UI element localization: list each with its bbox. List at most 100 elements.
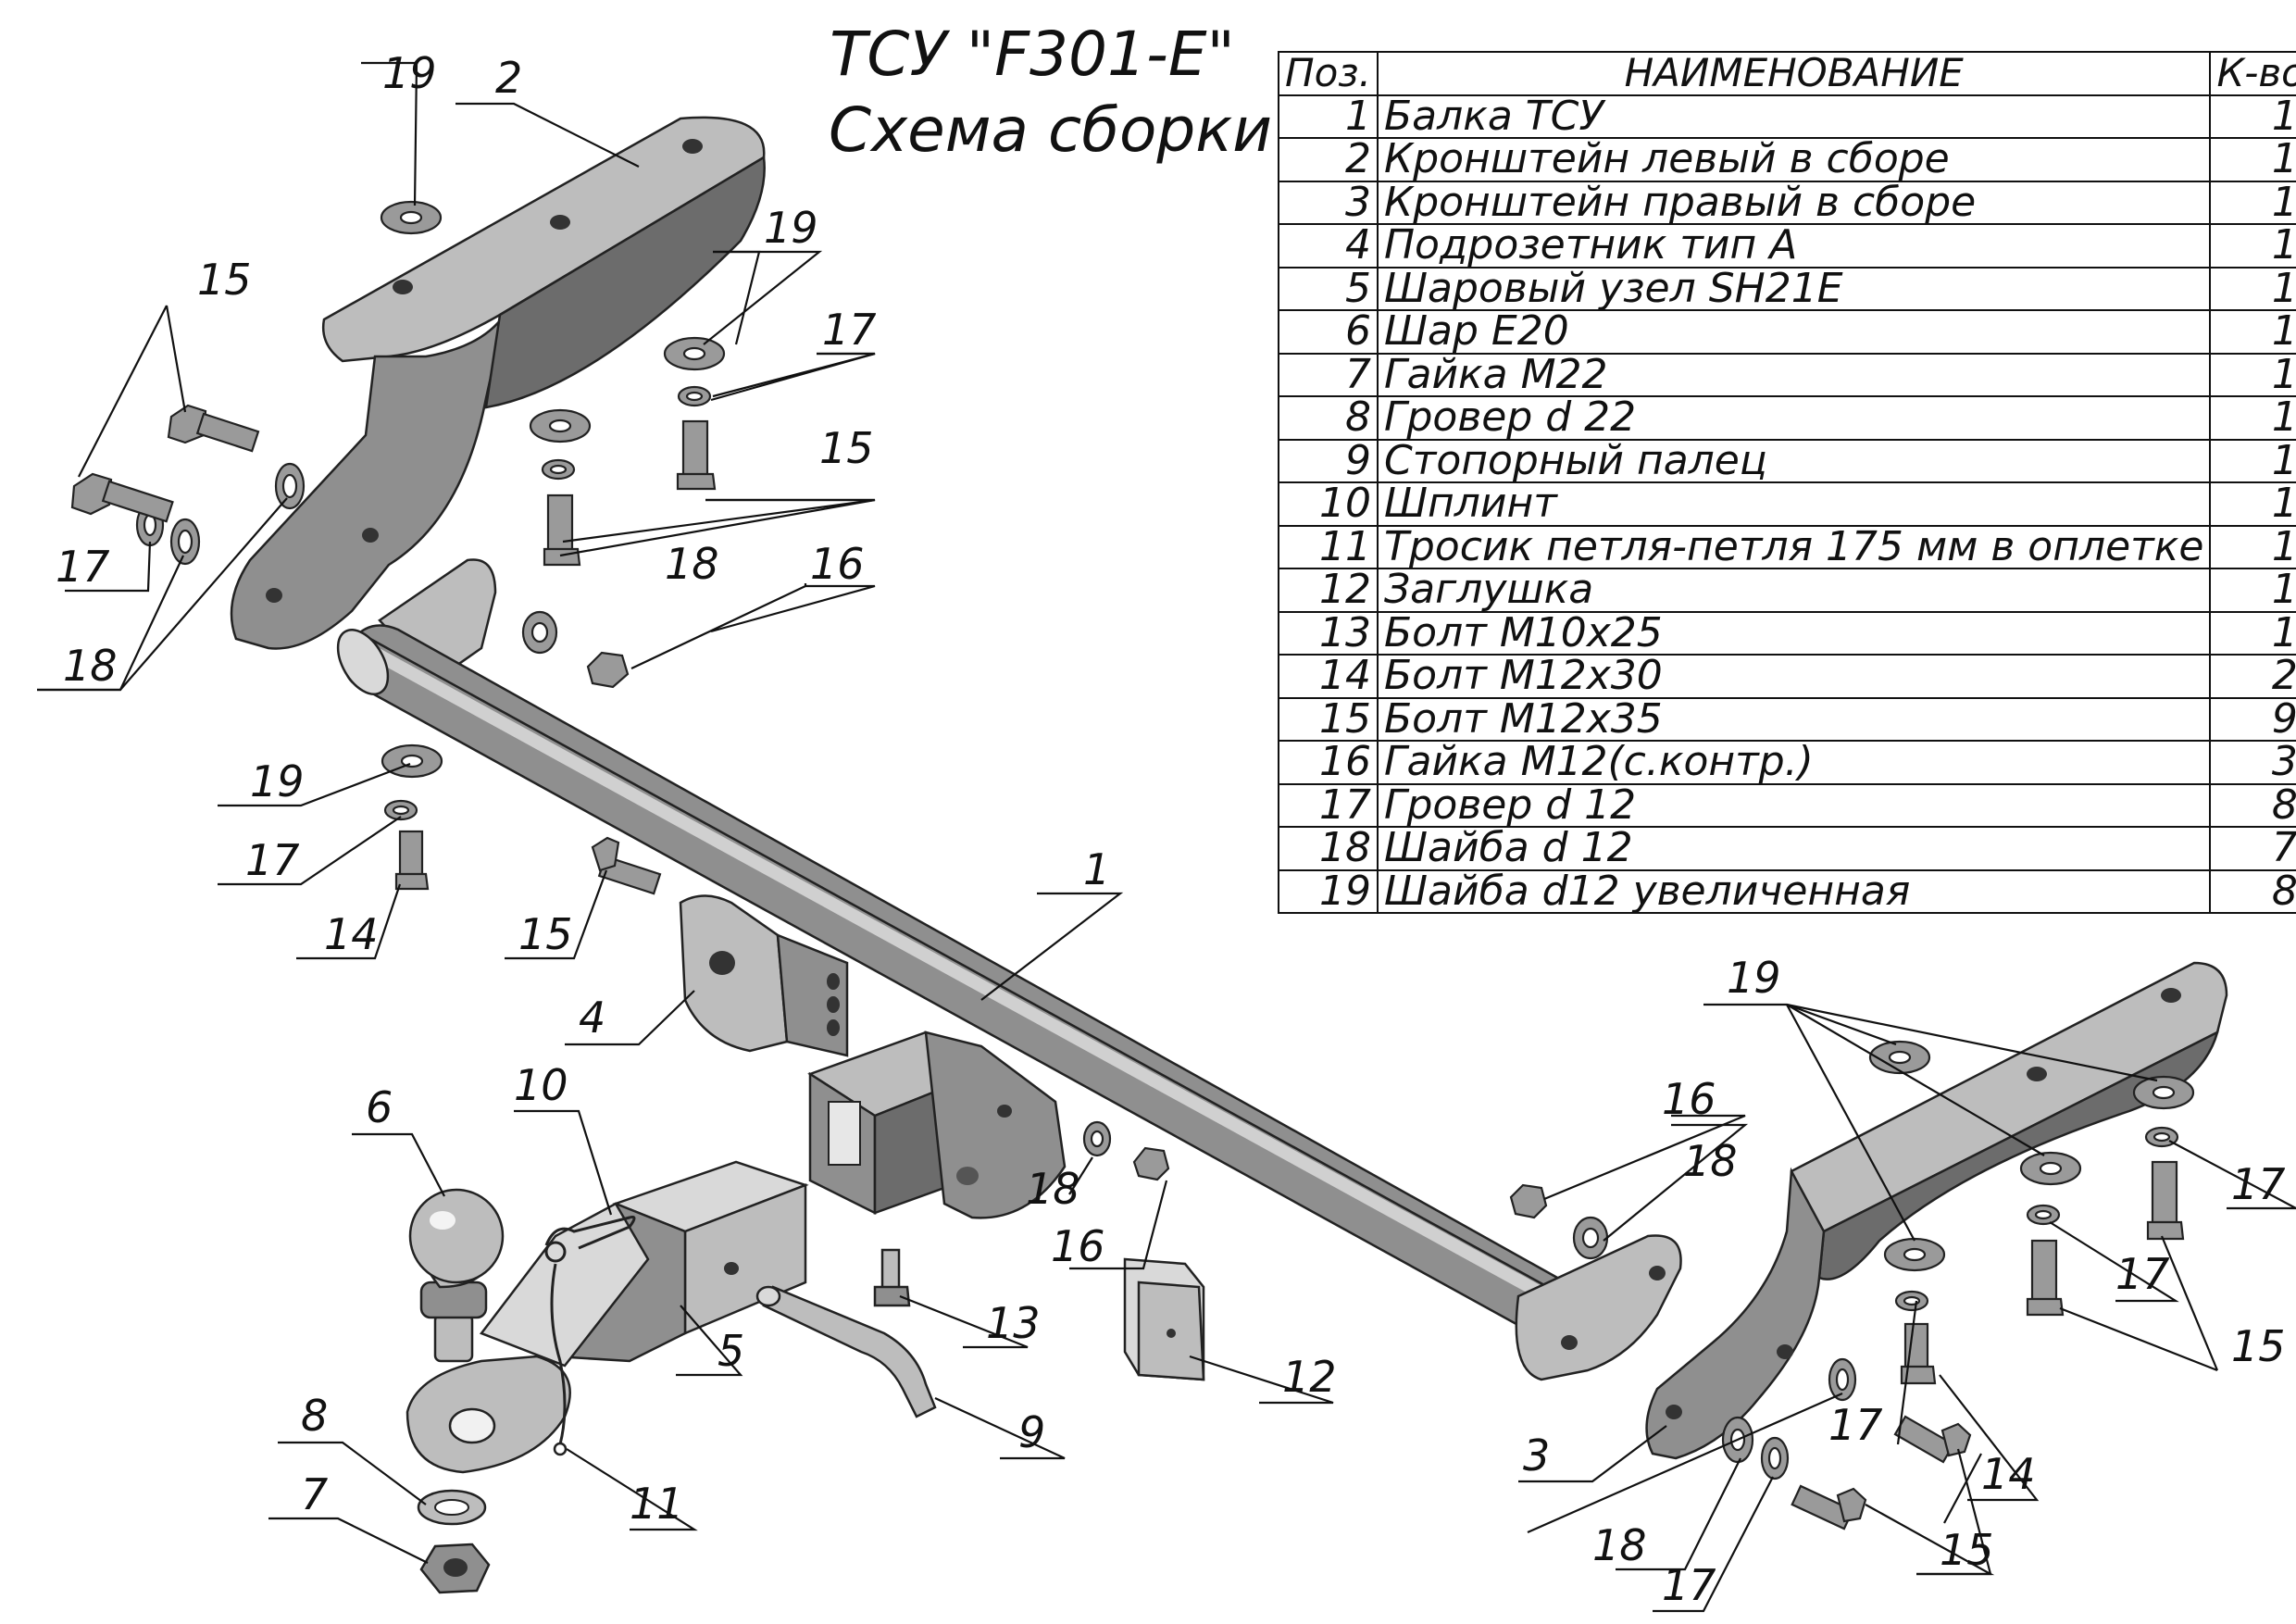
bom-qty: 1 bbox=[2209, 180, 2296, 225]
part-1-beam bbox=[336, 558, 1682, 1381]
callout-2: 2 bbox=[495, 53, 522, 103]
callout-18: 18 bbox=[63, 641, 118, 691]
bom-pos: 7 bbox=[1278, 352, 1379, 397]
callout-10: 10 bbox=[514, 1060, 568, 1110]
callout-12: 12 bbox=[1282, 1352, 1337, 1402]
callout-15: 15 bbox=[518, 909, 573, 959]
part-12-plug bbox=[1123, 1257, 1205, 1381]
bom-pos: 3 bbox=[1278, 180, 1379, 225]
bom-name: Балка ТСУ bbox=[1376, 94, 2212, 139]
callout-19: 19 bbox=[250, 756, 305, 806]
bom-name: Гайка М12(с.контр.) bbox=[1376, 740, 2212, 785]
bom-name: Шайба d 12 bbox=[1376, 826, 2212, 871]
callout-14: 14 bbox=[1981, 1449, 2036, 1499]
bom-qty: 1 bbox=[2209, 438, 2296, 483]
bom-name: Кронштейн правый в сборе bbox=[1376, 180, 2212, 225]
callout-19: 19 bbox=[764, 203, 818, 253]
bom-pos: 11 bbox=[1278, 524, 1379, 569]
bom-qty: 7 bbox=[2209, 826, 2296, 871]
bom-name: Болт М12х35 bbox=[1376, 696, 2212, 742]
bom-pos: 17 bbox=[1278, 782, 1379, 828]
part-4-socket-plate bbox=[679, 894, 849, 1057]
callout-5: 5 bbox=[718, 1326, 744, 1376]
callout-15: 15 bbox=[197, 255, 252, 305]
bom-header-name: НАИМЕНОВАНИЕ bbox=[1376, 51, 2212, 96]
bom-name: Гайка М22 bbox=[1376, 352, 2212, 397]
bom-pos: 10 bbox=[1278, 481, 1379, 527]
callout-6: 6 bbox=[366, 1082, 393, 1132]
bom-qty: 1 bbox=[2209, 568, 2296, 613]
callout-18: 18 bbox=[1592, 1520, 1647, 1570]
bom-name: Заглушка bbox=[1376, 568, 2212, 613]
title-line-1: ТСУ "F301-E" bbox=[830, 19, 1235, 90]
part-2-left-bracket bbox=[230, 116, 766, 650]
bom-name: Шайба d12 увеличенная bbox=[1376, 868, 2212, 914]
callouts: 19 2 19 17 15 18 16 15 17 18 19 17 14 15… bbox=[56, 48, 2286, 1610]
bom-name: Кронштейн левый в сборе bbox=[1376, 137, 2212, 182]
bom-qty: 8 bbox=[2209, 782, 2296, 828]
callout-18: 18 bbox=[665, 539, 719, 589]
bom-pos: 13 bbox=[1278, 610, 1379, 656]
bom-qty: 2 bbox=[2209, 654, 2296, 699]
bom-name: Болт М12х30 bbox=[1376, 654, 2212, 699]
bom-pos: 15 bbox=[1278, 696, 1379, 742]
title-line-2: Схема сборки bbox=[829, 94, 1272, 166]
bom-name: Болт М10х25 bbox=[1376, 610, 2212, 656]
bom-pos: 6 bbox=[1278, 309, 1379, 355]
bom-qty: 1 bbox=[2209, 481, 2296, 527]
callout-16: 16 bbox=[1662, 1074, 1716, 1124]
callout-17: 17 bbox=[822, 305, 877, 355]
bom-qty: 1 bbox=[2209, 395, 2296, 441]
bom-pos: 16 bbox=[1278, 740, 1379, 785]
part-7-nut-m22 bbox=[419, 1543, 491, 1594]
callout-17: 17 bbox=[2231, 1159, 2286, 1209]
bom-qty: 1 bbox=[2209, 223, 2296, 269]
bom-pos: 19 bbox=[1278, 868, 1379, 914]
bom-name: Стопорный палец bbox=[1376, 438, 2212, 483]
callout-11: 11 bbox=[630, 1479, 684, 1529]
callout-16: 16 bbox=[1051, 1221, 1105, 1271]
callout-9: 9 bbox=[1018, 1407, 1045, 1457]
bom-pos: 4 bbox=[1278, 223, 1379, 269]
bom-qty: 1 bbox=[2209, 352, 2296, 397]
part-6-ball bbox=[408, 1188, 505, 1363]
bom-pos: 2 bbox=[1278, 137, 1379, 182]
bom-qty: 1 bbox=[2209, 309, 2296, 355]
part-5-ball-mount bbox=[406, 1160, 809, 1474]
bom-pos: 8 bbox=[1278, 395, 1379, 441]
bom-qty: 1 bbox=[2209, 610, 2296, 656]
callout-15: 15 bbox=[819, 423, 874, 473]
callout-15: 15 bbox=[2231, 1321, 2286, 1371]
bom-name: Гровер d 12 bbox=[1376, 782, 2212, 828]
callout-17: 17 bbox=[56, 542, 110, 592]
part-3-right-bracket bbox=[1645, 961, 2228, 1460]
callout-19: 19 bbox=[1727, 953, 1781, 1003]
bom-name: Шплинт bbox=[1376, 481, 2212, 527]
part-8-grover-d22 bbox=[417, 1489, 487, 1526]
callout-17: 17 bbox=[1662, 1560, 1716, 1610]
bom-qty: 1 bbox=[2209, 524, 2296, 569]
bom-name: Гровер d 22 bbox=[1376, 395, 2212, 441]
drawing-title: ТСУ "F301-E" Схема сборки bbox=[829, 17, 1272, 169]
bom-name: Шар Е20 bbox=[1376, 309, 2212, 355]
bom-qty: 8 bbox=[2209, 868, 2296, 914]
callout-16: 16 bbox=[810, 539, 865, 589]
callout-7: 7 bbox=[301, 1469, 328, 1519]
callout-15: 15 bbox=[1940, 1525, 1994, 1575]
bom-qty: 3 bbox=[2209, 740, 2296, 785]
callout-8: 8 bbox=[301, 1391, 328, 1441]
bom-name: Шаровый узел SH21E bbox=[1376, 266, 2212, 311]
